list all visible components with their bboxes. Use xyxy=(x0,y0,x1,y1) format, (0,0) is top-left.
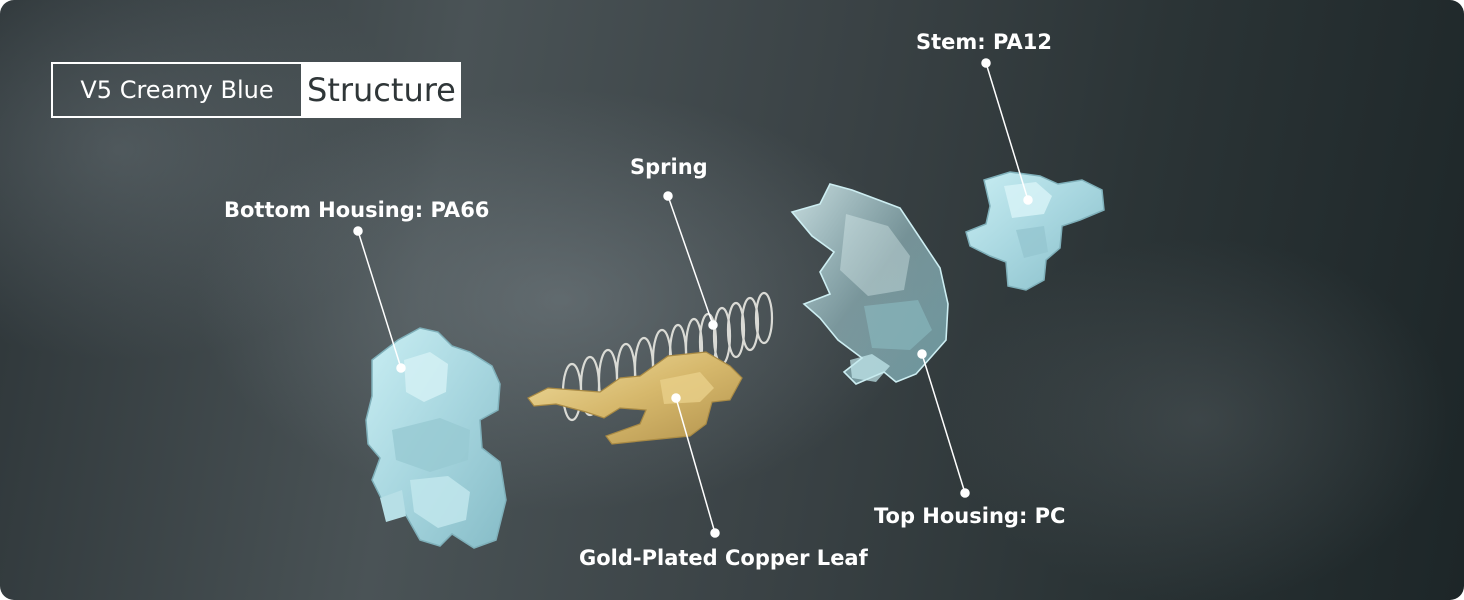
stem-part xyxy=(965,171,1105,291)
callout-dot xyxy=(663,191,673,201)
callout-dot xyxy=(353,226,363,236)
callout-dot xyxy=(1023,195,1033,205)
copper-leaf-label: Gold-Plated Copper Leaf xyxy=(579,546,868,570)
top-housing-label: Top Housing: PC xyxy=(874,504,1066,528)
callout-dot xyxy=(396,363,406,373)
title-box: V5 Creamy Blue Structure xyxy=(51,62,461,118)
callout-dot xyxy=(981,58,991,68)
stem-label: Stem: PA12 xyxy=(916,30,1052,54)
spring-label: Spring xyxy=(630,155,708,179)
bottom-housing-part xyxy=(365,327,507,549)
callout-dot xyxy=(671,393,681,403)
section-title: Structure xyxy=(301,64,459,116)
bottom-housing-label: Bottom Housing: PA66 xyxy=(224,198,490,222)
callout-dot xyxy=(960,488,970,498)
top-housing-part xyxy=(790,183,949,385)
callout-dot xyxy=(917,349,927,359)
callout-dot xyxy=(710,528,720,538)
product-name: V5 Creamy Blue xyxy=(80,76,274,104)
callout-lines xyxy=(353,58,1033,538)
callout-dot xyxy=(708,320,718,330)
